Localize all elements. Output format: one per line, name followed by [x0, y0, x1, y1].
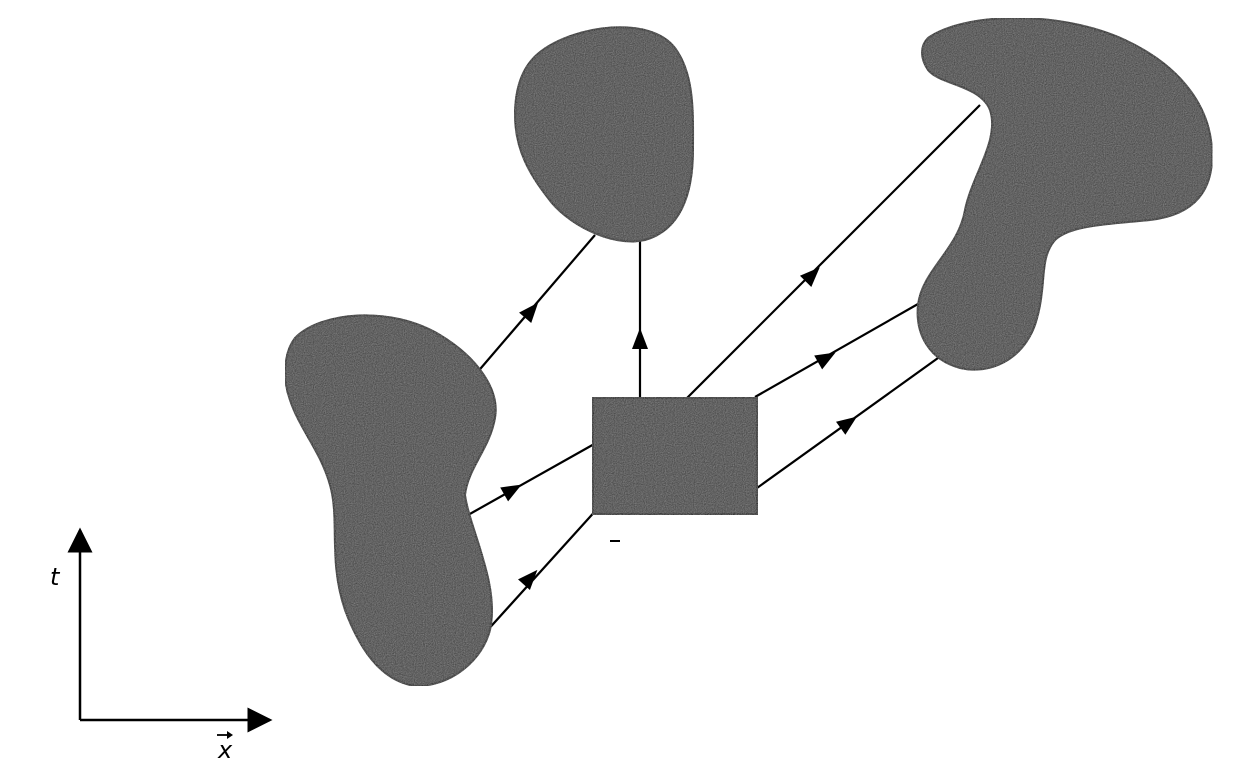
arrowhead	[836, 416, 857, 435]
arrowhead	[814, 352, 836, 370]
arrowhead	[518, 569, 538, 591]
worldline-left-to-box-lower	[484, 507, 599, 634]
regions	[284, 17, 1214, 687]
worldline-box-to-right-mid	[754, 299, 926, 398]
region-central-box	[592, 397, 758, 515]
worldline-arrowheads	[500, 267, 857, 591]
arrowhead	[632, 328, 648, 349]
arrowhead	[519, 302, 539, 324]
t-axis-label: t	[50, 563, 61, 591]
arrowhead	[500, 484, 522, 502]
region-top-blob	[513, 26, 695, 243]
worldline-box-to-right-top	[684, 104, 981, 401]
region-right-blob	[916, 17, 1214, 371]
x-vector-arrow-icon	[217, 731, 233, 739]
x-axis-label: x	[217, 736, 233, 764]
arrowhead	[799, 267, 820, 288]
axes	[67, 527, 273, 733]
worldline-left-to-box-upper	[467, 442, 597, 516]
region-left-blob	[284, 314, 497, 687]
